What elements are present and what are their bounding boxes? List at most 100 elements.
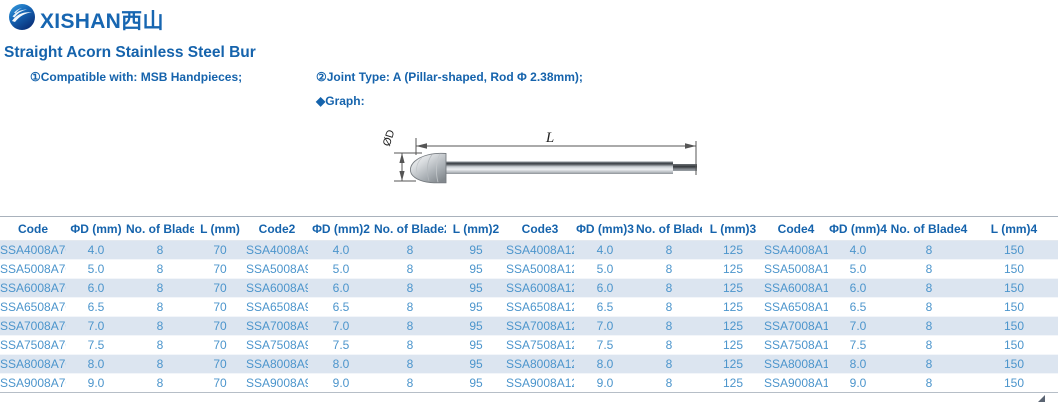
table-cell: 125 xyxy=(722,376,744,390)
table-cell: 125 xyxy=(722,281,744,295)
table-cell: 6.0 xyxy=(596,281,614,295)
table-cell: 8 xyxy=(156,338,164,352)
table-cell: 95 xyxy=(469,319,483,333)
table-row: SSA8008A708.0870SSA8008A958.0895SSA8008A… xyxy=(0,354,1058,374)
table-cell: 8 xyxy=(406,243,414,257)
table-cell: 125 xyxy=(722,262,744,276)
column-header: No. of Blade xyxy=(126,216,194,241)
table-row: SSA6508A70 6.5 8 70 SSA6508A95 6.5 8 95 SSA6508A… xyxy=(0,298,1058,317)
table-cell: SSA6508A70 xyxy=(0,300,66,314)
brand-logo[interactable]: XISHAN西山 xyxy=(8,3,164,36)
table-row: SSA7008A707.0870SSA7008A957.0895SSA7008A… xyxy=(0,316,1058,336)
table-cell: 6.5 xyxy=(849,300,867,314)
column-header: ΦD (mm) xyxy=(66,216,126,241)
table-cell: 150 xyxy=(1003,281,1025,295)
table-cell: SSA9008A125 xyxy=(506,376,574,390)
table-cell: SSA9008A150 xyxy=(764,376,828,390)
table-cell: SSA5008A70 xyxy=(0,262,66,276)
table-cell: 7.5 xyxy=(849,338,867,352)
column-header: No. of Blade2 xyxy=(374,216,446,241)
table-cell: 8 xyxy=(406,300,414,314)
table-cell: 125 xyxy=(722,243,744,257)
table-cell: 70 xyxy=(213,281,227,295)
table-cell: 8 xyxy=(925,243,933,257)
length-dimension-label: L xyxy=(545,130,554,146)
table-cell: 8 xyxy=(406,262,414,276)
table-cell: 70 xyxy=(213,262,227,276)
column-header: L (mm)4 xyxy=(970,216,1058,241)
table-cell: SSA6008A150 xyxy=(764,281,828,295)
table-cell: 8 xyxy=(925,300,933,314)
table-cell: SSA6508A125 xyxy=(506,300,574,314)
table-cell: SSA7508A150 xyxy=(764,338,828,352)
table-cell: 8 xyxy=(665,376,673,390)
table-cell: 125 xyxy=(722,357,744,371)
table-cell: 95 xyxy=(469,262,483,276)
column-header: Code xyxy=(0,216,66,241)
table-cell: 9.0 xyxy=(87,376,105,390)
table-cell: 70 xyxy=(213,243,227,257)
table-cell: 8 xyxy=(665,243,673,257)
table-cell: SSA7508A125 xyxy=(506,338,574,352)
table-cell: 150 xyxy=(1003,338,1025,352)
table-cell: 70 xyxy=(213,338,227,352)
table-cell: 125 xyxy=(722,300,744,314)
table-cell: 8 xyxy=(406,357,414,371)
table-cell: 8 xyxy=(406,376,414,390)
table-cell: 8.0 xyxy=(87,357,105,371)
table-cell: 8 xyxy=(665,319,673,333)
table-cell: 70 xyxy=(213,319,227,333)
note-compatible: ①Compatible with: MSB Handpieces; xyxy=(30,70,243,84)
table-cell: 70 xyxy=(213,300,227,314)
graph-section-label: ◆Graph: xyxy=(316,94,365,108)
length-dimension xyxy=(415,138,697,175)
table-cell: 8 xyxy=(925,376,933,390)
bur-shaft xyxy=(445,161,697,174)
table-cell: SSA6008A70 xyxy=(0,281,66,295)
table-cell: 8.0 xyxy=(849,357,867,371)
table-cell: 4.0 xyxy=(332,243,350,257)
table-cell: 95 xyxy=(469,281,483,295)
column-header: L (mm)3 xyxy=(702,216,764,241)
table-cell: SSA5008A125 xyxy=(506,262,574,276)
table-cell: 6.5 xyxy=(87,300,105,314)
table-cell: SSA6008A125 xyxy=(506,281,574,295)
table-cell: 150 xyxy=(1003,319,1025,333)
table-cell: 4.0 xyxy=(87,243,105,257)
table-cell: 8 xyxy=(156,243,164,257)
table-cell: 150 xyxy=(1003,357,1025,371)
table-cell: SSA4008A125 xyxy=(506,243,574,257)
table-cell: 8.0 xyxy=(332,357,350,371)
table-cell: 150 xyxy=(1003,243,1025,257)
table-cell: 8 xyxy=(156,300,164,314)
bur-acorn-head xyxy=(410,152,447,184)
table-cell: 8 xyxy=(406,338,414,352)
table-cell: 8 xyxy=(925,319,933,333)
table-cell: 125 xyxy=(722,338,744,352)
table-row: SSA5008A705.0870SSA5008A955.0895SSA5008A… xyxy=(0,260,1058,279)
table-cell: 95 xyxy=(469,376,483,390)
table-cell: 7.5 xyxy=(332,338,350,352)
table-cell: 4.0 xyxy=(849,243,867,257)
table-cell: 9.0 xyxy=(332,376,350,390)
table-cell: SSA5008A95 xyxy=(246,262,308,276)
table-cell: 8 xyxy=(156,319,164,333)
table-cell: SSA4008A95 xyxy=(246,243,308,257)
table-cell: 7.0 xyxy=(332,319,350,333)
table-cell: 8 xyxy=(156,281,164,295)
table-cell: SSA6508A95 xyxy=(246,300,308,314)
brand-name: XISHAN西山 xyxy=(40,9,164,33)
table-cell: 125 xyxy=(722,319,744,333)
table-cell: 8.0 xyxy=(596,357,614,371)
table-cell: 8 xyxy=(406,319,414,333)
table-cell: SSA6008A95 xyxy=(246,281,308,295)
column-header: No. of Blade4 xyxy=(888,216,970,241)
table-cell: SSA9008A70 xyxy=(0,376,66,390)
table-cell: 95 xyxy=(469,300,483,314)
table-cell: 70 xyxy=(213,376,227,390)
table-row: SSA6008A706.0870SSA6008A956.0895SSA6008A… xyxy=(0,278,1058,298)
